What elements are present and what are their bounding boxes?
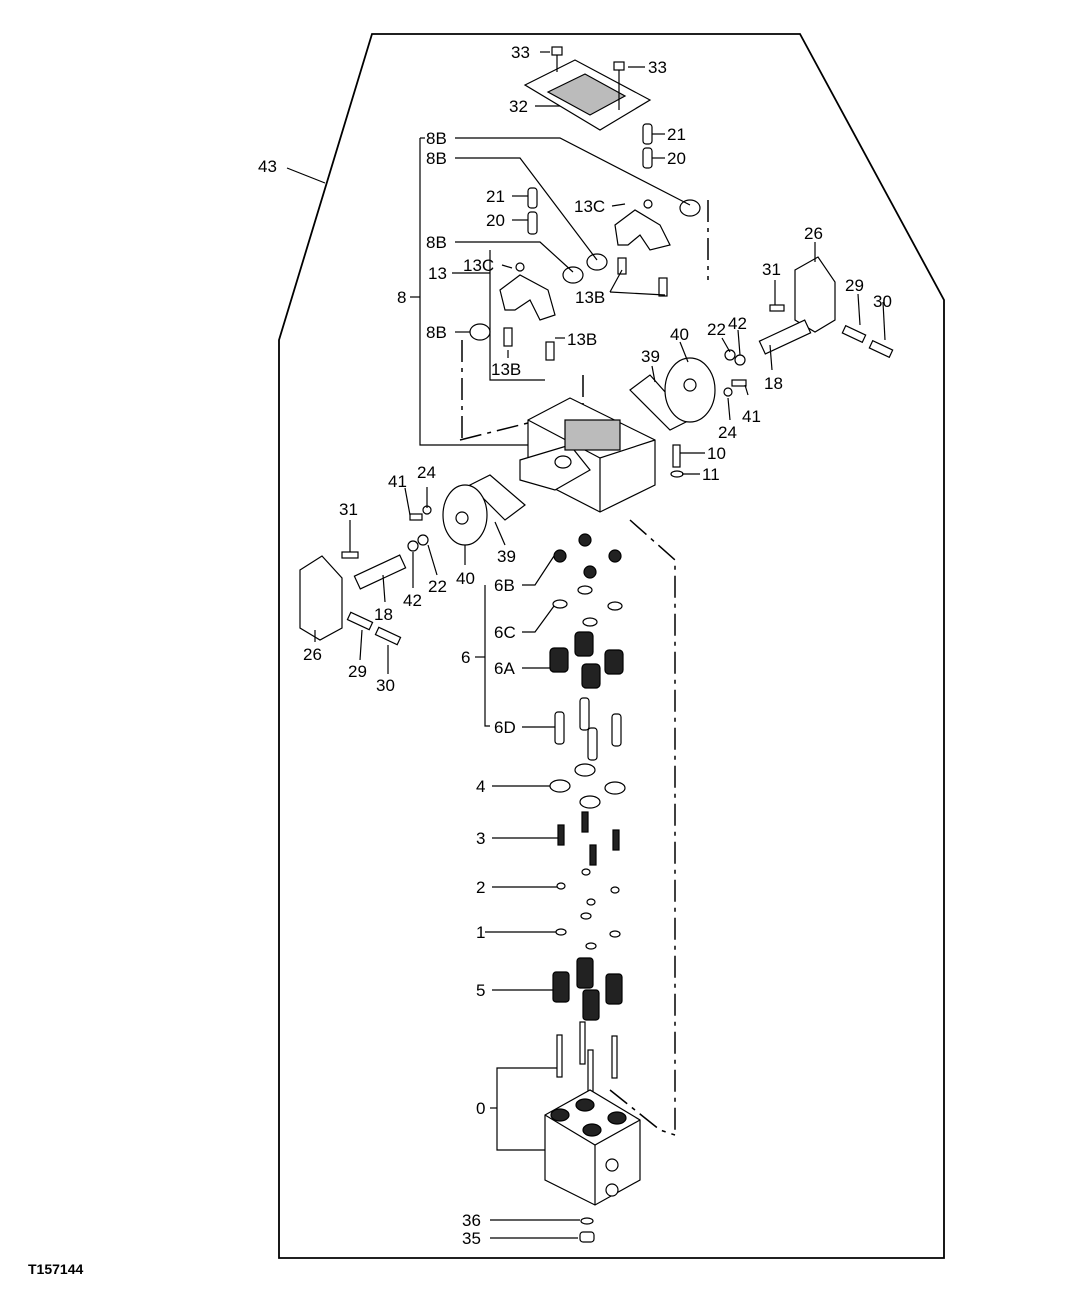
plungers-6d: [554, 697, 622, 761]
orings-6c: [552, 585, 623, 627]
callout-20b: 20: [486, 211, 505, 230]
spools-0: [556, 1021, 618, 1093]
callout-24b: 24: [417, 463, 436, 482]
callout-18a: 18: [764, 374, 783, 393]
callout-0: 0: [476, 1099, 485, 1118]
callout-18b: 18: [374, 605, 393, 624]
callout-41a: 41: [742, 407, 761, 426]
callout-31b: 31: [339, 500, 358, 519]
callout-29a: 29: [845, 276, 864, 295]
springs-3: [557, 811, 620, 866]
callout-13C-2: 13C: [574, 197, 605, 216]
assembly-boundary-outline: [278, 33, 945, 1259]
callout-21b: 21: [486, 187, 505, 206]
figure-id: T157144: [28, 1261, 83, 1277]
callout-41b: 41: [388, 472, 407, 491]
callout-6: 6: [461, 648, 470, 667]
callout-26b: 26: [303, 645, 322, 664]
callout-8B-3: 8B: [426, 233, 447, 252]
cover-plate: [523, 46, 652, 131]
left-side-parts: [299, 474, 526, 646]
callout-6B: 6B: [494, 576, 515, 595]
callout-40a: 40: [670, 325, 689, 344]
callout-8: 8: [397, 288, 406, 307]
callout-42a: 42: [728, 314, 747, 333]
callout-30b: 30: [376, 676, 395, 695]
main-housing: [519, 397, 656, 513]
callout-3: 3: [476, 829, 485, 848]
callout-24a: 24: [718, 423, 737, 442]
callout-26a: 26: [804, 224, 823, 243]
callout-32: 32: [509, 97, 528, 116]
callout-35: 35: [462, 1229, 481, 1248]
screw-washer: [670, 444, 684, 478]
callout-31a: 31: [762, 260, 781, 279]
callout-30a: 30: [873, 292, 892, 311]
shims-2: [556, 868, 620, 906]
callout-1: 1: [476, 923, 485, 942]
callout-5: 5: [476, 981, 485, 1000]
springs-5: [552, 957, 623, 1021]
seals-6b: [553, 533, 622, 579]
callout-29b: 29: [348, 662, 367, 681]
callout-4: 4: [476, 777, 485, 796]
callout-33a: 33: [511, 43, 530, 62]
callout-6C: 6C: [494, 623, 516, 642]
bushings-6a: [549, 631, 624, 689]
callout-6D: 6D: [494, 718, 516, 737]
callout-13B-1: 13B: [575, 288, 605, 307]
plug-oring: [579, 1217, 595, 1243]
callout-2: 2: [476, 878, 485, 897]
callout-22b: 22: [428, 577, 447, 596]
callout-39b: 39: [497, 547, 516, 566]
callout-33b: 33: [648, 58, 667, 77]
callout-13C-1: 13C: [463, 256, 494, 275]
cam-assemblies: [469, 199, 701, 361]
leader-lines: [286, 51, 886, 1239]
callout-8B-4: 8B: [426, 323, 447, 342]
callout-13B-3: 13B: [491, 360, 521, 379]
callout-11: 11: [702, 465, 720, 484]
callout-10: 10: [707, 444, 726, 463]
callout-39a: 39: [641, 347, 660, 366]
callout-20a: 20: [667, 149, 686, 168]
callout-22a: 22: [707, 320, 726, 339]
pins-upper: [527, 123, 653, 235]
callout-21a: 21: [667, 125, 686, 144]
shims-1: [555, 912, 621, 950]
right-side-parts: [629, 256, 894, 431]
callout-42b: 42: [403, 591, 422, 610]
valve-body: [544, 1089, 641, 1206]
callout-43: 43: [258, 157, 277, 176]
callout-13: 13: [428, 264, 447, 283]
callout-labels: 43 33 33 32 21 20 21 20 8B 8B 8B 8B 8 13…: [258, 43, 892, 1248]
washers-4: [549, 763, 626, 809]
callout-13B-2: 13B: [567, 330, 597, 349]
callout-8B-2: 8B: [426, 149, 447, 168]
callout-36: 36: [462, 1211, 481, 1230]
callout-6A: 6A: [494, 659, 515, 678]
callout-40b: 40: [456, 569, 475, 588]
callout-8B-1: 8B: [426, 129, 447, 148]
